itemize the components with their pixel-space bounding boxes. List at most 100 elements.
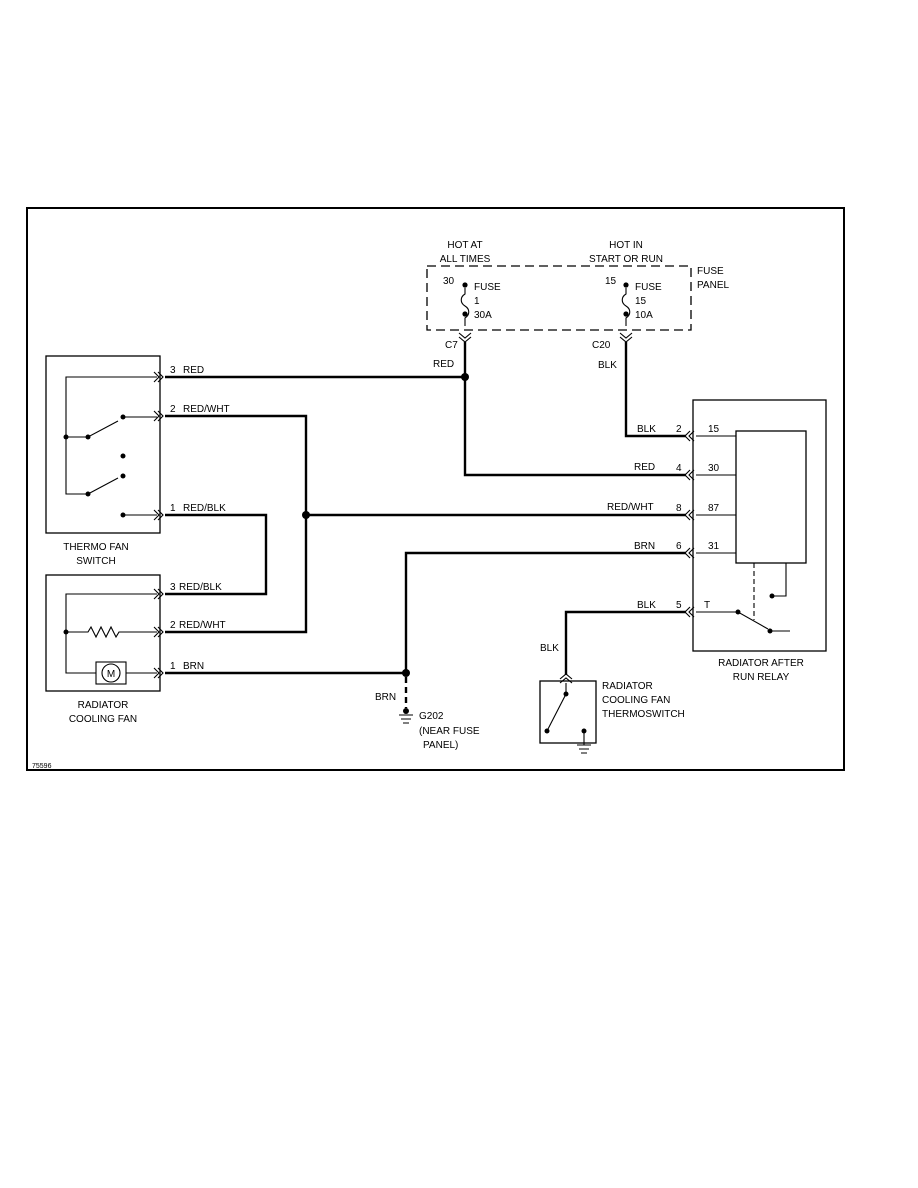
- fan-pin1-wire: BRN: [183, 661, 204, 672]
- relay-pin4-terminal: 30: [708, 463, 720, 474]
- fan-internal-pin3-lead: [65, 593, 157, 674]
- fan-pin2-label: 2: [170, 620, 176, 631]
- thermo-pin1-label: 1: [170, 503, 176, 514]
- radiator-cooling-fan-name-line1: RADIATOR: [78, 700, 129, 711]
- fan-pin2-wire: RED/WHT: [179, 620, 226, 631]
- ground-g202-note-line1: (NEAR FUSE: [419, 726, 480, 737]
- ground-g202: G202 (NEAR FUSE PANEL): [399, 708, 480, 751]
- relay-coil-feed-dot: [769, 593, 775, 599]
- fuse-panel-label-line1: FUSE: [697, 266, 724, 277]
- relay-pin8-connector: [684, 509, 695, 521]
- diagram-frame: [26, 207, 845, 771]
- fan-motor-symbol: M: [107, 669, 115, 680]
- relay-pin6-number: 6: [676, 541, 682, 552]
- relay-coil-box: [735, 430, 807, 564]
- relay-pin8-terminal: 87: [708, 503, 720, 514]
- fuse-15: 15 FUSE 15 10A: [605, 276, 662, 326]
- fuse-15-element: [621, 288, 631, 326]
- wire-redwht-thermo-pin2: [165, 414, 308, 634]
- fuse-15-rating: 10A: [635, 310, 653, 321]
- connector-c7-symbol: [458, 332, 472, 343]
- fuse-15-bottom-dot: [623, 311, 629, 317]
- thermo-pin3-wire: RED: [183, 365, 204, 376]
- thermoswitch-name-line1: RADIATOR: [602, 681, 653, 692]
- wire-blk-relay-pin5: [564, 610, 686, 675]
- fan-pin1-label: 1: [170, 661, 176, 672]
- thermo-pin1-wire: RED/BLK: [183, 503, 226, 514]
- thermo-pin2-wire: RED/WHT: [183, 404, 230, 415]
- thermo-pin3-connector: [153, 371, 164, 383]
- wire-red-c7-label: RED: [433, 359, 454, 370]
- fuse-15-terminal: 15: [605, 276, 617, 287]
- wire-brn-relay-pin6: [404, 551, 686, 673]
- fuse-1-rating: 30A: [474, 310, 492, 321]
- thermo-fan-switch: 3 RED 2 RED/WHT 1 RED/BLK THERMO FAN SWI…: [45, 355, 230, 567]
- fan-pin3-label: 3: [170, 582, 176, 593]
- connector-c20-symbol: [619, 332, 633, 343]
- wire-blk-c20-to-relay-pin2: [624, 342, 686, 438]
- ground-g202-icon: [399, 714, 413, 724]
- relay-pin2-connector: [684, 430, 695, 442]
- ground-g202-id: G202: [419, 711, 444, 722]
- fan-resistor: [66, 625, 157, 639]
- relay-coil-feed: [772, 563, 787, 597]
- fuse-1: 30 FUSE 1 30A: [443, 276, 501, 326]
- fuse-1-word: FUSE: [474, 282, 501, 293]
- thermo-pin2-connector: [153, 410, 164, 422]
- thermo-lower-contact: [120, 473, 126, 479]
- thermoswitch-name-line3: THERMOSWITCH: [602, 709, 685, 720]
- fuse-panel: FUSE PANEL HOT AT ALL TIMES HOT IN START…: [426, 240, 729, 351]
- relay-pin4-connector: [684, 469, 695, 481]
- wire-blk-c20-label: BLK: [598, 360, 617, 371]
- relay-pin6-terminal: 31: [708, 541, 720, 552]
- hot-at-all-times-line1: HOT AT: [447, 240, 482, 251]
- thermoswitch-ground-icon: [577, 744, 591, 754]
- connector-c20-label: C20: [592, 340, 611, 351]
- fuse-panel-label-line2: PANEL: [697, 280, 729, 291]
- splice-redwht: [302, 511, 310, 519]
- fan-pin3-wire: RED/BLK: [179, 582, 222, 593]
- fuse-1-terminal: 30: [443, 276, 455, 287]
- wire-red-to-relay-pin4: [463, 377, 686, 477]
- wire-brn-ground-label: BRN: [375, 692, 396, 703]
- relay-pin6-connector: [684, 547, 695, 559]
- wire-redwht-relay-label: RED/WHT: [607, 502, 654, 513]
- thermoswitch-arm: [547, 693, 567, 730]
- relay-pin5-connector: [684, 606, 695, 618]
- fuse-15-number: 15: [635, 296, 647, 307]
- fuse-panel-boundary: [426, 265, 692, 331]
- thermo-internal-common: [65, 376, 157, 495]
- fuse-15-top-dot: [623, 282, 629, 288]
- relay-pin4-number: 4: [676, 463, 682, 474]
- wiring: RED RED BLK BLK RED/WHT BRN BRN BLK BLK: [165, 342, 686, 708]
- ground-g202-dot: [403, 708, 409, 714]
- relay-name-line1: RADIATOR AFTER: [718, 658, 804, 669]
- fan-pin3-connector: [153, 588, 164, 600]
- thermo-fan-switch-box: [45, 355, 161, 534]
- fan-motor: M: [95, 661, 127, 685]
- wire-red-relay-label: RED: [634, 462, 655, 473]
- radiator-after-run-relay: 2 15 4 30 8 87 6 31 5 T RADIATOR AFTER R…: [676, 399, 827, 683]
- fan-pin1-connector: [153, 667, 164, 679]
- radiator-cooling-fan-box: [45, 574, 161, 692]
- relay-switch-pivot: [735, 609, 741, 615]
- relay-name-line2: RUN RELAY: [733, 672, 790, 683]
- fan-pin2-connector: [153, 626, 164, 638]
- relay-pin8-number: 8: [676, 503, 682, 514]
- fuse-15-word: FUSE: [635, 282, 662, 293]
- connector-c7-label: C7: [445, 340, 458, 351]
- thermo-pin2-label: 2: [170, 404, 176, 415]
- wire-blk-relay-pin5-label: BLK: [637, 600, 656, 611]
- relay-pin2-number: 2: [676, 424, 682, 435]
- radiator-cooling-fan-name-line2: COOLING FAN: [69, 714, 137, 725]
- thermoswitch-pivot: [544, 728, 550, 734]
- hot-in-start-or-run-line1: HOT IN: [609, 240, 643, 251]
- thermo-fan-switch-name-line2: SWITCH: [76, 556, 115, 567]
- fuse-1-top-dot: [462, 282, 468, 288]
- thermoswitch-connector: [559, 673, 573, 684]
- relay-internal-leads: [696, 435, 736, 554]
- thermo-pin3-label: 3: [170, 365, 176, 376]
- radiator-cooling-fan-thermoswitch: RADIATOR COOLING FAN THERMOSWITCH: [539, 673, 685, 754]
- wire-brn-relay-label: BRN: [634, 541, 655, 552]
